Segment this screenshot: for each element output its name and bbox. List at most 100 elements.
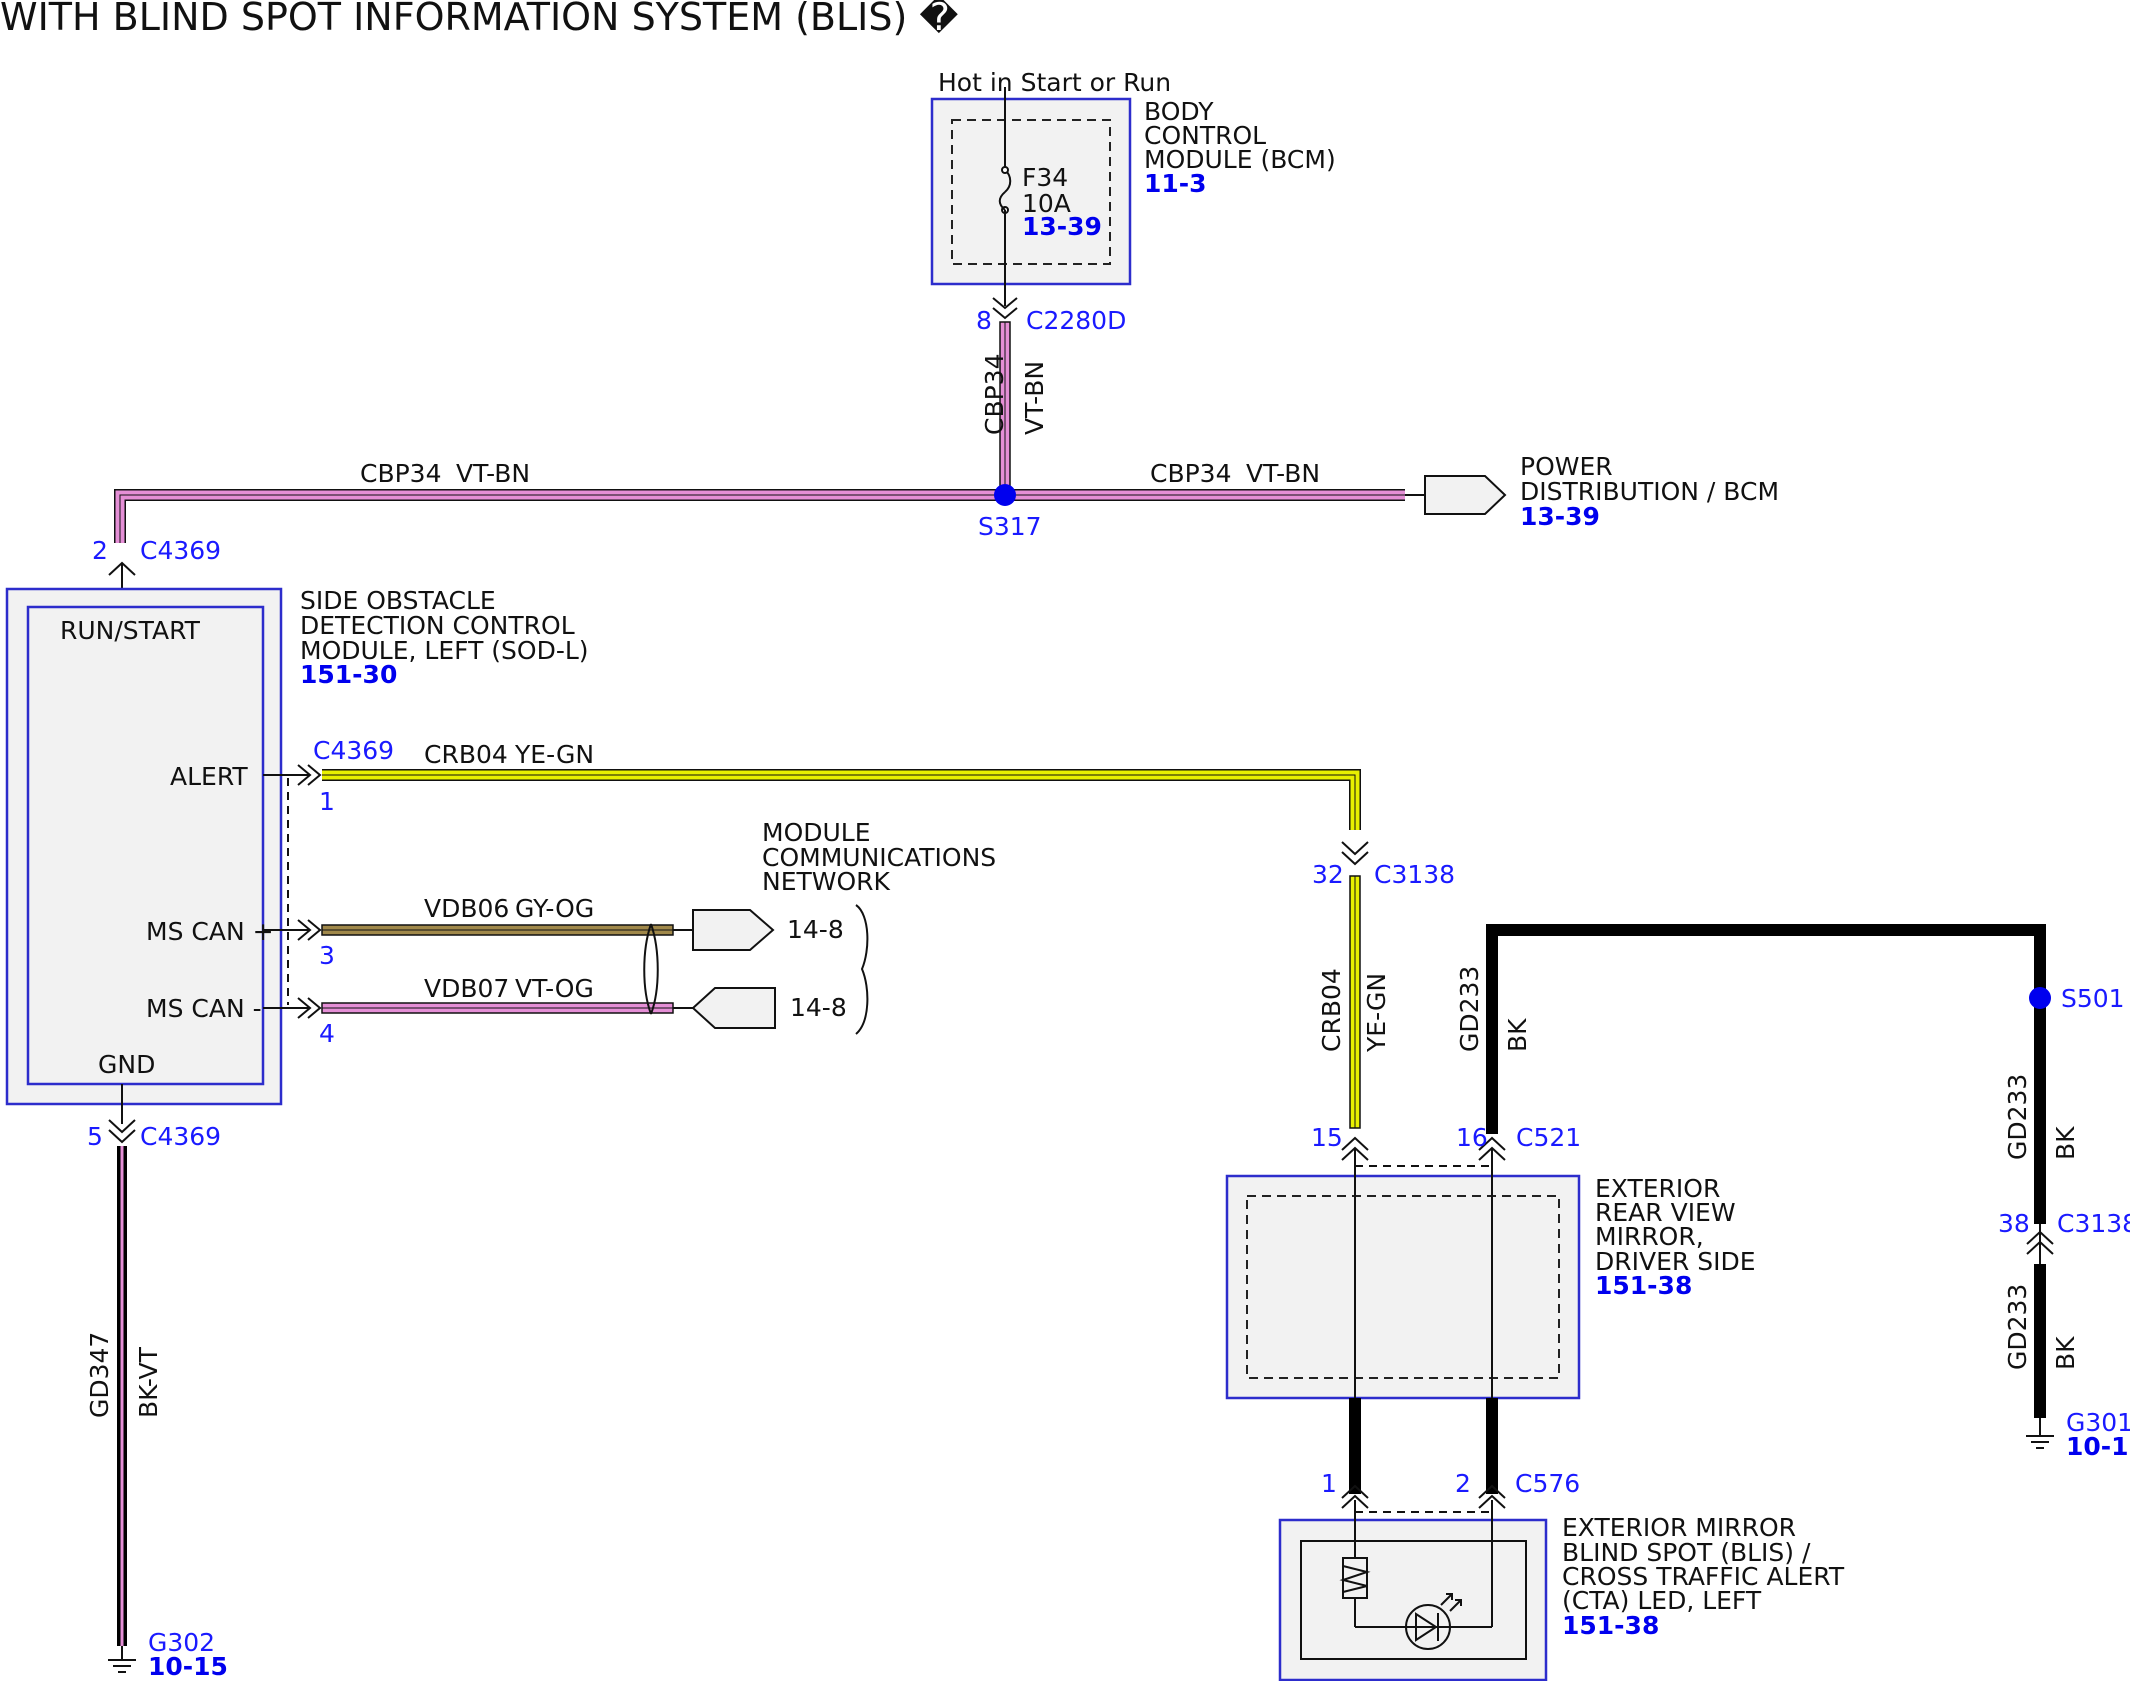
bcm-connector-icon xyxy=(992,297,1018,310)
fuse-rating: 10A xyxy=(1022,189,1071,218)
sod-pin-alert: ALERT xyxy=(170,762,248,791)
mirror-name: EXTERIOR REAR VIEW MIRROR, DRIVER SIDE xyxy=(1595,1174,1756,1276)
sod-name-line3: MODULE, LEFT (SOD-L) xyxy=(300,636,589,665)
network-line2: COMMUNICATIONS xyxy=(762,843,996,872)
cbp34-vert-color: VT-BN xyxy=(1020,361,1049,435)
cbp34-vert-circuit: CBP34 xyxy=(980,354,1009,436)
vdb07-color: VT-OG xyxy=(515,974,594,1003)
mirror-name-line3: MIRROR, xyxy=(1595,1222,1704,1251)
bcm-name: BODY CONTROL MODULE (BCM) xyxy=(1144,97,1336,174)
fuse-ref-link[interactable]: 13-39 xyxy=(1022,212,1102,241)
gd233-color-2: BK xyxy=(2051,1126,2080,1160)
gd233-circuit-2: GD233 xyxy=(2003,1074,2032,1160)
sod-pin-gnd: GND xyxy=(98,1050,155,1079)
bcm-name-line1: BODY xyxy=(1144,97,1214,126)
c576-pin2: 2 xyxy=(1455,1469,1471,1498)
power-dist-line1: POWER xyxy=(1520,452,1613,481)
wire-crb04: CRB04 YE-GN 32 C3138 CRB04 YE-GN xyxy=(322,740,1455,1129)
sod-pin-can-minus: MS CAN - xyxy=(146,994,262,1023)
sod-pin-run-start: RUN/START xyxy=(60,616,201,645)
wire-vdb06: VDB06 GY-OG 14-8 xyxy=(321,894,844,951)
led-ref-link[interactable]: 151-38 xyxy=(1562,1611,1659,1640)
vdb07-circuit: VDB07 xyxy=(424,974,509,1003)
led-name-line2: BLIND SPOT (BLIS) / xyxy=(1562,1538,1811,1567)
bcm-inner-dashed xyxy=(951,119,1111,265)
bcm-ref-link[interactable]: 11-3 xyxy=(1144,169,1207,198)
sod-gnd-connector: C4369 xyxy=(140,1122,221,1151)
gd347-color: BK-VT xyxy=(134,1346,163,1418)
led-name-line3: CROSS TRAFFIC ALERT xyxy=(1562,1562,1845,1591)
power-dist-line2: DISTRIBUTION / BCM xyxy=(1520,477,1779,506)
g302-ref-link[interactable]: 10-15 xyxy=(148,1652,228,1681)
c576-pin1: 1 xyxy=(1321,1469,1337,1498)
g302-label: G302 xyxy=(148,1628,215,1657)
splice-s317-label: S317 xyxy=(978,512,1042,541)
vdb06-color: GY-OG xyxy=(515,894,594,923)
crb04-top-color: YE-GN xyxy=(514,740,594,769)
sod-module: 2 C4369 SIDE OBSTACLE DETECTION CONTROL … xyxy=(5,536,589,1151)
mirror-box xyxy=(1225,1174,1581,1400)
cbp34-right-color: VT-BN xyxy=(1246,459,1320,488)
network-line3: NETWORK xyxy=(762,867,891,896)
power-dist-ref-link[interactable]: 13-39 xyxy=(1520,502,1600,531)
wire-gd347: GD347 BK-VT G302 10-15 xyxy=(85,1146,228,1681)
crb04-vert-circuit: CRB04 xyxy=(1317,968,1346,1052)
sod-run-pin: 2 xyxy=(92,536,108,565)
crb04-top-circuit: CRB04 xyxy=(424,740,508,769)
network-line1: MODULE xyxy=(762,818,871,847)
c521-pin2: 16 xyxy=(1456,1123,1488,1152)
bcm-connector: C2280D xyxy=(1026,306,1126,335)
led-icon xyxy=(1405,1593,1462,1650)
gd233-color-3: BK xyxy=(2051,1336,2080,1370)
offpage-arrow-icon xyxy=(692,909,775,951)
c3138-alert-pin: 32 xyxy=(1312,860,1344,889)
sod-box-inner xyxy=(26,605,265,1086)
gd233-circuit-3: GD233 xyxy=(2003,1284,2032,1370)
mirror-ref-link[interactable]: 151-38 xyxy=(1595,1271,1692,1300)
led-name-line1: EXTERIOR MIRROR xyxy=(1562,1513,1796,1542)
wire-cbp34: CBP34 VT-BN CBP34 VT-BN CBP34 VT-BN xyxy=(114,321,1425,543)
bcm-module: Hot in Start or Run F34 10A 13-39 BODY C… xyxy=(930,68,1336,335)
sod-alert-connector: C4369 xyxy=(313,736,394,765)
sod-can-plus-pin: 3 xyxy=(319,941,335,970)
gd233-circuit-1: GD233 xyxy=(1455,966,1484,1052)
bcm-name-line2: CONTROL xyxy=(1144,121,1266,150)
cbp34-left-circuit: CBP34 xyxy=(360,459,442,488)
offpage-arrow-icon xyxy=(691,987,776,1029)
gd347-circuit: GD347 xyxy=(85,1332,114,1418)
cbp34-right-circuit: CBP34 xyxy=(1150,459,1232,488)
bcm-pin: 8 xyxy=(976,306,992,335)
splice-s501-label: S501 xyxy=(2061,984,2125,1013)
wire-gd233: GD233 BK S501 GD233 BK 38 C3138 GD233 BK… xyxy=(1455,924,2130,1461)
offpage-arrow-icon xyxy=(1424,475,1507,515)
sod-name: SIDE OBSTACLE DETECTION CONTROL MODULE, … xyxy=(300,586,589,665)
ground-icon xyxy=(108,1659,136,1673)
sod-name-line1: SIDE OBSTACLE xyxy=(300,586,496,615)
bcm-supply-label: Hot in Start or Run xyxy=(938,68,1171,97)
crb04-vert-color: YE-GN xyxy=(1362,973,1391,1053)
diagram-title: WITH BLIND SPOT INFORMATION SYSTEM (BLIS… xyxy=(0,0,958,39)
led-name: EXTERIOR MIRROR BLIND SPOT (BLIS) / CROS… xyxy=(1562,1513,1845,1615)
g301-ref-link[interactable]: 10-11 xyxy=(2066,1432,2130,1461)
splice-s501-icon xyxy=(2029,987,2051,1009)
bcm-name-line3: MODULE (BCM) xyxy=(1144,145,1336,174)
c3138-gnd-connector: C3138 xyxy=(2057,1209,2130,1238)
sod-can-minus-pin: 4 xyxy=(319,1019,335,1048)
network-label: MODULE COMMUNICATIONS NETWORK xyxy=(762,818,996,896)
c3138-gnd-pin: 38 xyxy=(1998,1209,2030,1238)
sod-gnd-pin: 5 xyxy=(87,1122,103,1151)
gd233-color-1: BK xyxy=(1503,1018,1532,1052)
ground-icon xyxy=(2026,1435,2054,1449)
c521-pin1: 15 xyxy=(1311,1123,1343,1152)
sod-alert-pin: 1 xyxy=(319,787,335,816)
splice-s317-icon xyxy=(994,484,1016,506)
mirror-module: 15 16 C521 EXTERIOR REAR VIEW MIRROR, DR… xyxy=(1225,1123,1756,1494)
sod-ref-link[interactable]: 151-30 xyxy=(300,660,397,689)
brace-icon xyxy=(855,904,869,1035)
g301-label: G301 xyxy=(2066,1408,2130,1437)
network-ref1: 14-8 xyxy=(787,915,844,944)
power-distribution: POWER DISTRIBUTION / BCM 13-39 xyxy=(1424,452,1779,531)
network-ref2: 14-8 xyxy=(790,993,847,1022)
sod-name-line2: DETECTION CONTROL xyxy=(300,611,575,640)
